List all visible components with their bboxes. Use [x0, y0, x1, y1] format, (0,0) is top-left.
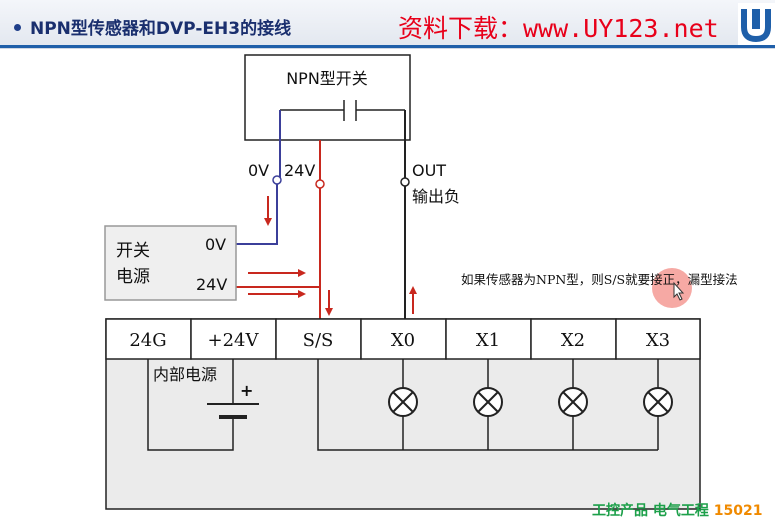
power-supply-terminal-24v: 24V	[196, 275, 227, 294]
terminal-label-x3: X3	[646, 330, 670, 351]
title-bullet-icon	[14, 24, 21, 31]
footer-part3: 15021	[713, 503, 763, 519]
lamp-x3-icon	[643, 387, 673, 417]
input-circuit	[317, 359, 659, 451]
npn-switch-label: NPN型开关	[286, 69, 368, 88]
page-title: NPN型传感器和DVP-EH3的接线	[30, 19, 292, 39]
wiring-note: 如果传感器为NPN型，则S/S就要接正，漏型接法	[461, 272, 738, 287]
switch-contact-symbol	[280, 100, 405, 121]
header-accent-line	[0, 45, 775, 48]
terminal-label-plus24v: +24V	[208, 330, 260, 351]
label-out-desc: 输出负	[412, 187, 460, 206]
terminal-label-24g: 24G	[129, 330, 166, 351]
terminal-label-ss: S/S	[303, 330, 334, 351]
terminal-0v-dot	[272, 175, 282, 185]
mouse-cursor-icon	[673, 281, 685, 301]
footer-watermark: 工控产品 电气工程 15021	[592, 500, 762, 520]
battery-plus-sign: +	[240, 381, 253, 400]
lamp-x0-icon	[388, 387, 418, 417]
terminal-x0	[360, 318, 447, 360]
terminal-x1	[445, 318, 532, 360]
terminal-out-dot	[400, 177, 410, 187]
lamp-x2-icon	[558, 387, 588, 417]
terminal-x2	[530, 318, 617, 360]
footer-part1: 工控产品	[592, 503, 648, 519]
terminal-24v-dot	[315, 179, 325, 189]
label-out: OUT	[412, 161, 446, 180]
header: NPN型传感器和DVP-EH3的接线 资料下载：www.UY123.net	[0, 0, 775, 49]
terminal-24g	[105, 318, 192, 360]
watermark-text: 资料下载：www.UY123.net	[398, 14, 719, 43]
footer-part2: 电气工程	[652, 503, 709, 519]
lamp-x1-icon	[473, 387, 503, 417]
power-supply-label-line2: 电源	[116, 267, 150, 287]
label-24v: 24V	[284, 161, 315, 180]
power-supply-label-line1: 开关	[116, 241, 150, 261]
terminal-label-x0: X0	[391, 330, 415, 351]
terminal-plus24v	[190, 318, 277, 360]
header-bar	[0, 0, 775, 49]
label-0v: 0V	[248, 161, 269, 180]
internal-power-label: 内部电源	[153, 365, 217, 384]
power-supply-terminal-0v: 0V	[205, 235, 226, 254]
terminal-label-x1: X1	[476, 330, 500, 351]
terminal-row: 24G +24V S/S X0 X1 X2 X3	[105, 318, 701, 360]
internal-battery-symbol	[147, 359, 259, 451]
npn-switch-box	[244, 54, 411, 141]
logo-icon	[738, 3, 775, 45]
power-supply-box	[104, 225, 237, 301]
terminal-label-x2: X2	[561, 330, 585, 351]
